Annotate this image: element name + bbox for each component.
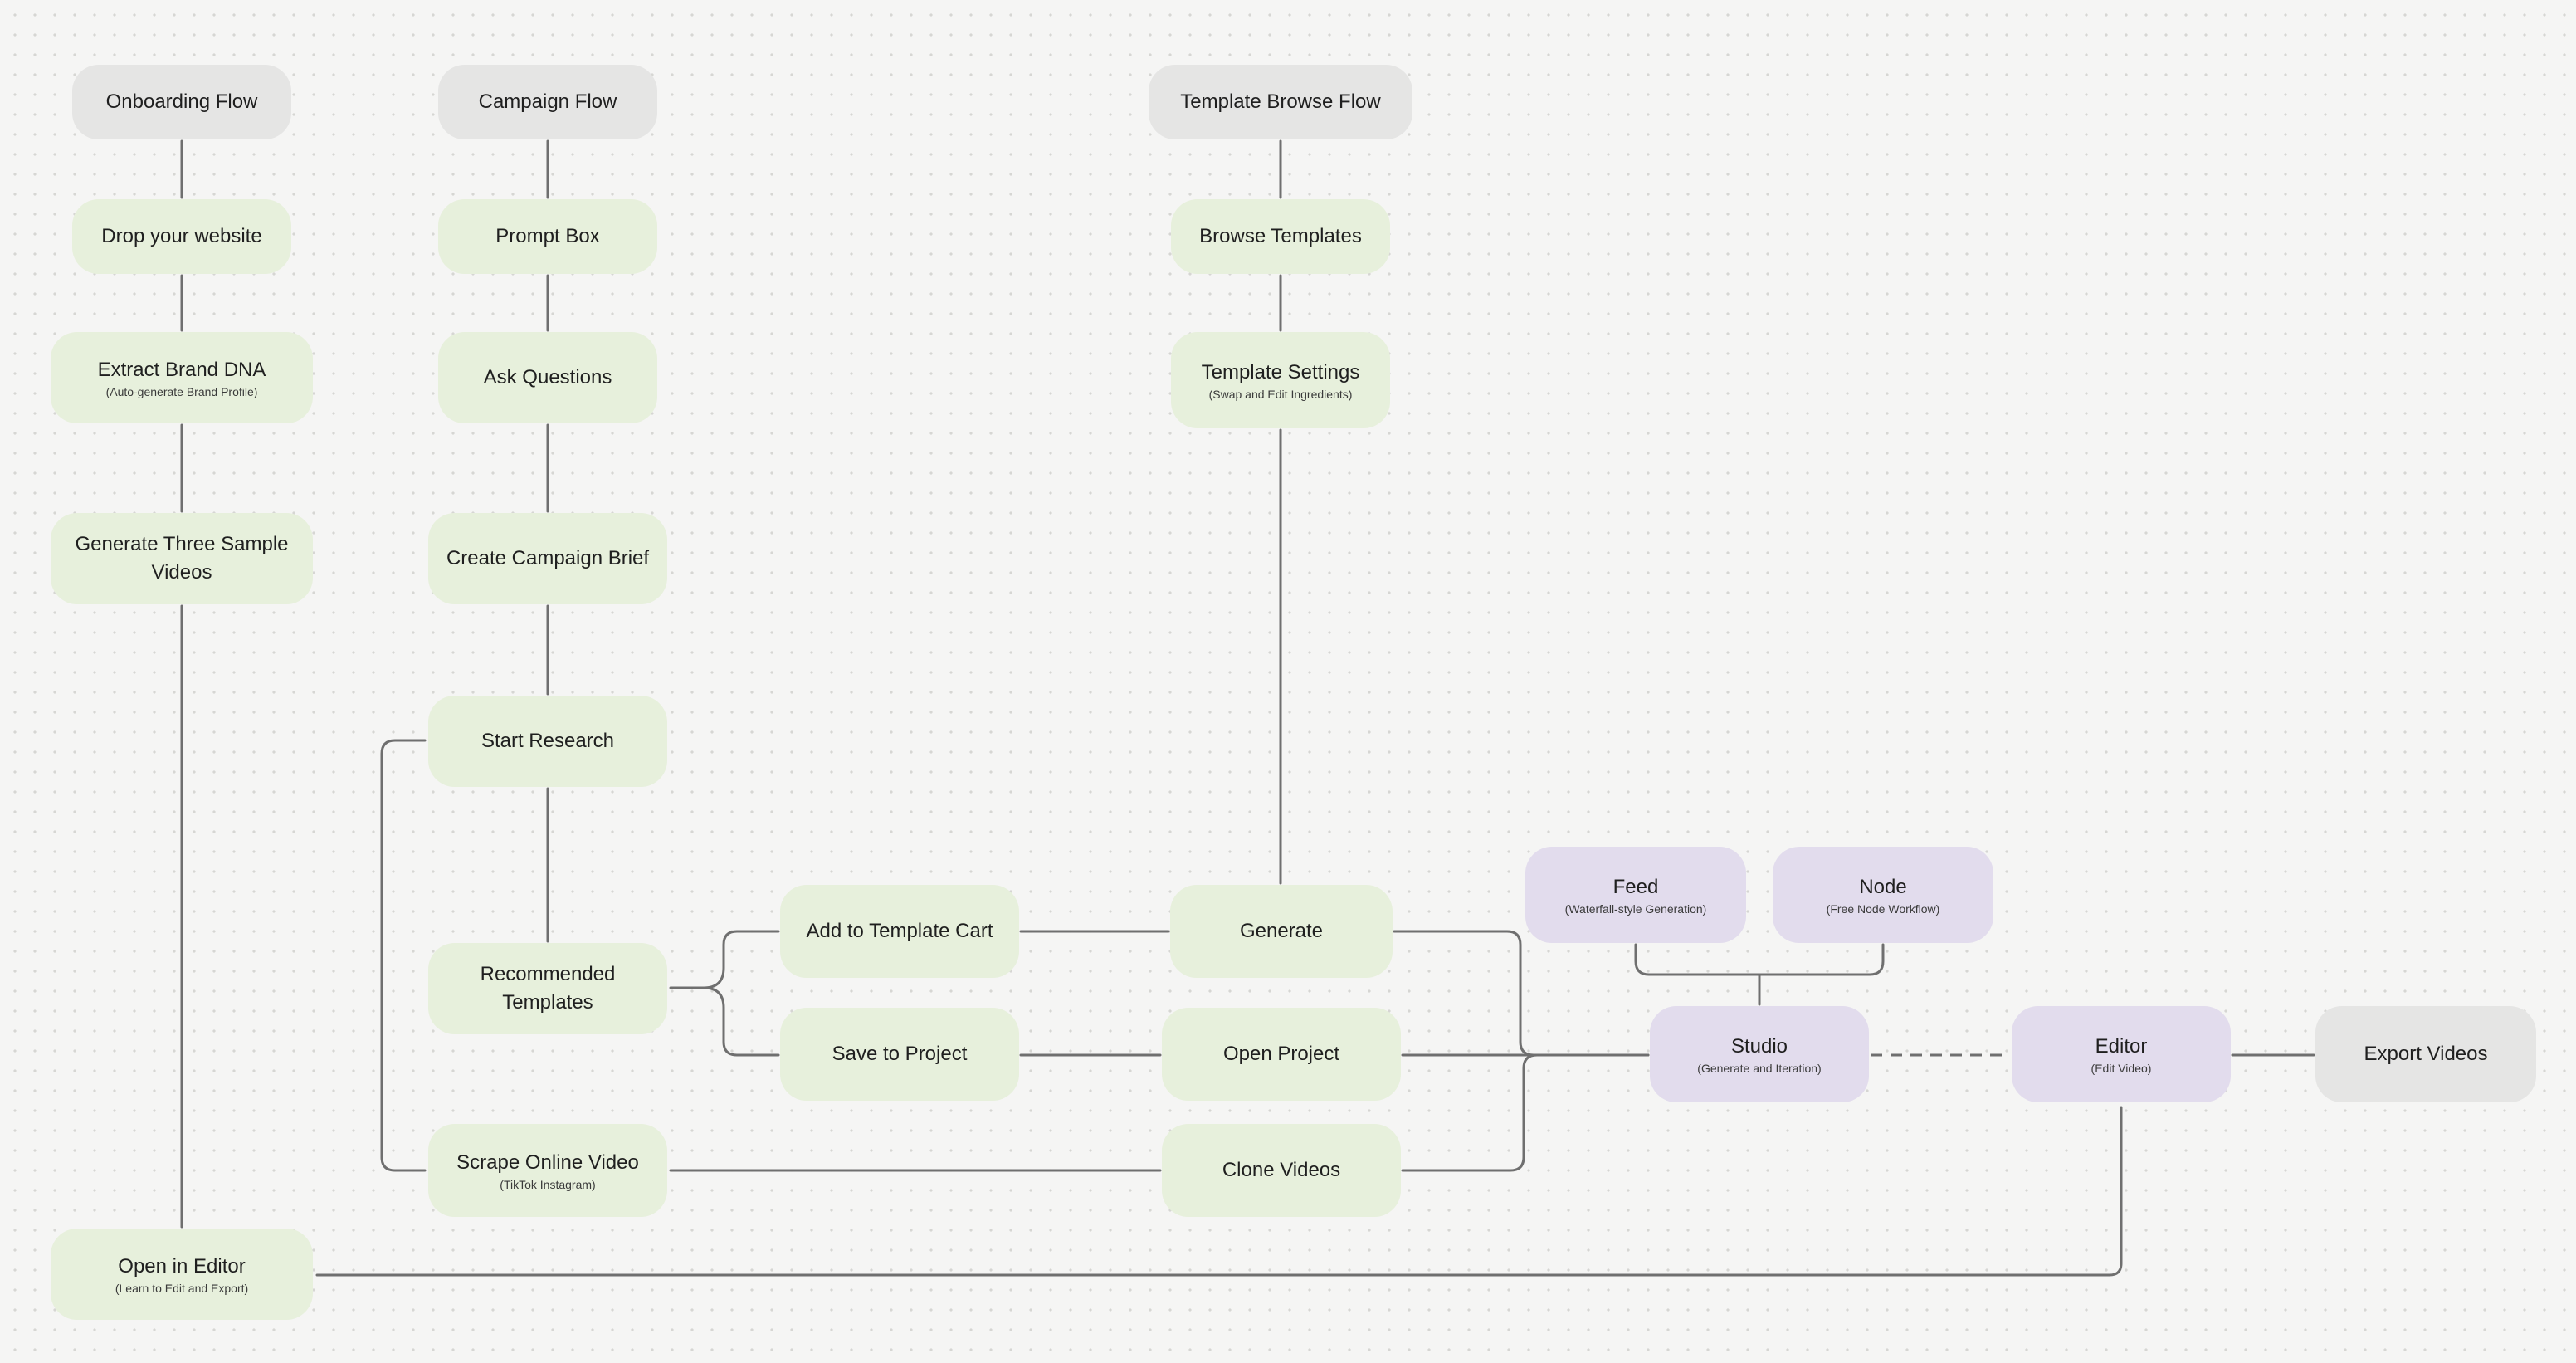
extract-brand-dna-node[interactable]: Extract Brand DNA (Auto-generate Brand P… [51, 332, 313, 423]
generate-three-sample-videos-node[interactable]: Generate Three Sample Videos [51, 513, 313, 604]
browse-templates-node[interactable]: Browse Templates [1171, 199, 1390, 274]
template-settings-node[interactable]: Template Settings (Swap and Edit Ingredi… [1171, 332, 1390, 428]
drop-your-website-node[interactable]: Drop your website [72, 199, 291, 274]
scrape-online-video-sublabel: (TikTok Instagram) [500, 1178, 596, 1191]
open-project-label: Open Project [1222, 1043, 1340, 1065]
recommended-templates-label: Recommended Templates [480, 963, 616, 1014]
template-browse-flow-header-label: Template Browse Flow [1180, 90, 1381, 113]
template-settings-label: Template Settings [1201, 361, 1360, 383]
ask-questions-label: Ask Questions [483, 366, 612, 388]
add-to-template-cart-label: Add to Template Cart [806, 920, 993, 942]
generate-node[interactable]: Generate [1170, 885, 1393, 978]
editor-node[interactable]: Editor (Edit Video) [2012, 1006, 2231, 1102]
browse-templates-label: Browse Templates [1199, 225, 1362, 247]
studio-label: Studio [1730, 1035, 1788, 1058]
save-to-project-label: Save to Project [832, 1043, 968, 1065]
add-to-template-cart-node[interactable]: Add to Template Cart [780, 885, 1019, 978]
connector-editor-to-open-in-editor [315, 1106, 2123, 1277]
connector-feed-to-studio [1634, 943, 1761, 1006]
template-browse-flow-header[interactable]: Template Browse Flow [1149, 65, 1412, 139]
connector-generate-to-studio [1393, 930, 1650, 1057]
connector-research-to-scrape [380, 739, 427, 1172]
ask-questions-node[interactable]: Ask Questions [438, 332, 657, 423]
connector-node-to-studio [1758, 943, 1885, 976]
connector-recommended-branch [669, 930, 780, 989]
start-research-node[interactable]: Start Research [428, 696, 667, 787]
prompt-box-label: Prompt Box [495, 225, 600, 247]
onboarding-flow-header-label: Onboarding Flow [105, 90, 258, 113]
extract-brand-dna-sublabel: (Auto-generate Brand Profile) [105, 385, 258, 398]
feed-label: Feed [1612, 876, 1659, 898]
studio-node[interactable]: Studio (Generate and Iteration) [1650, 1006, 1869, 1102]
create-campaign-brief-node[interactable]: Create Campaign Brief [428, 513, 667, 604]
node-workflow-node[interactable]: Node (Free Node Workflow) [1773, 847, 1993, 943]
editor-sublabel: (Edit Video) [2091, 1062, 2152, 1075]
export-videos-node[interactable]: Export Videos [2315, 1006, 2536, 1102]
campaign-flow-header[interactable]: Campaign Flow [438, 65, 657, 139]
open-in-editor-sublabel: (Learn to Edit and Export) [115, 1282, 249, 1295]
feed-node[interactable]: Feed (Waterfall-style Generation) [1525, 847, 1746, 943]
generate-three-sample-videos-label: Generate Three Sample Videos [75, 533, 289, 584]
connector-clone-to-studio [1401, 1053, 1539, 1172]
template-settings-sublabel: (Swap and Edit Ingredients) [1208, 388, 1353, 401]
open-in-editor-label: Open in Editor [118, 1255, 246, 1278]
extract-brand-dna-label: Extract Brand DNA [97, 359, 266, 381]
recommended-templates-node[interactable]: Recommended Templates [428, 943, 667, 1034]
open-in-editor-node[interactable]: Open in Editor (Learn to Edit and Export… [51, 1229, 313, 1320]
clone-videos-node[interactable]: Clone Videos [1162, 1124, 1401, 1217]
feed-sublabel: (Waterfall-style Generation) [1564, 902, 1707, 916]
editor-label: Editor [2095, 1035, 2148, 1058]
save-to-project-node[interactable]: Save to Project [780, 1008, 1019, 1101]
onboarding-flow-header[interactable]: Onboarding Flow [72, 65, 291, 139]
open-project-node[interactable]: Open Project [1162, 1008, 1401, 1101]
create-campaign-brief-label: Create Campaign Brief [446, 547, 650, 569]
prompt-box-node[interactable]: Prompt Box [438, 199, 657, 274]
node-workflow-label: Node [1859, 876, 1907, 898]
scrape-online-video-label: Scrape Online Video [456, 1151, 639, 1174]
scrape-online-video-node[interactable]: Scrape Online Video (TikTok Instagram) [428, 1124, 667, 1217]
node-workflow-sublabel: (Free Node Workflow) [1826, 902, 1940, 916]
drop-your-website-label: Drop your website [101, 225, 262, 247]
campaign-flow-header-label: Campaign Flow [478, 90, 617, 113]
start-research-label: Start Research [481, 730, 615, 752]
export-videos-label: Export Videos [2364, 1043, 2488, 1065]
generate-label: Generate [1239, 920, 1324, 942]
studio-sublabel: (Generate and Iteration) [1697, 1062, 1822, 1075]
connector-recommended-branch-lower [702, 986, 780, 1057]
clone-videos-label: Clone Videos [1222, 1159, 1341, 1181]
